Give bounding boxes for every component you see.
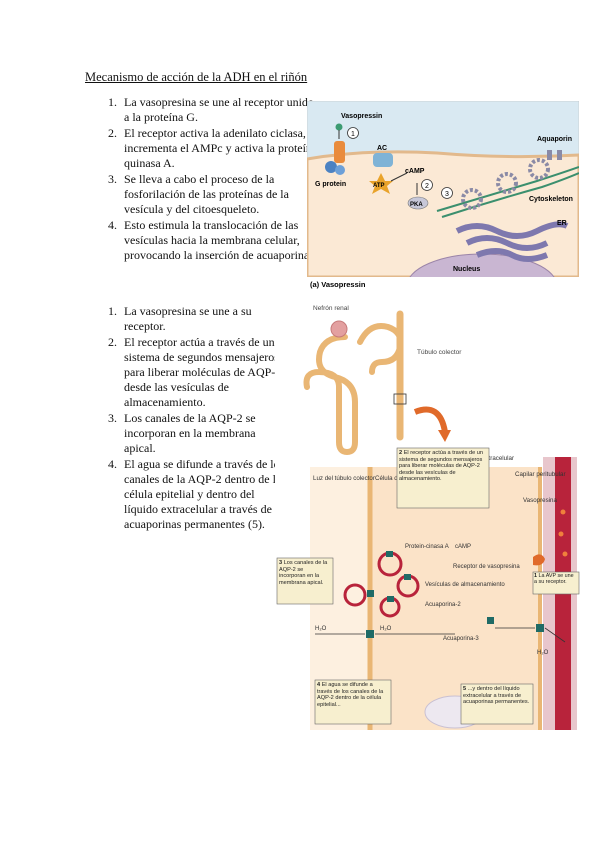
list-item: Se lleva a cabo el proceso de la fosfori…: [120, 172, 320, 217]
list-item: El agua se difunde a través de los canal…: [120, 457, 288, 532]
aquaporin-shape: [386, 551, 393, 557]
zoom-box: [393, 393, 407, 405]
glomerulus-shape: [330, 320, 348, 338]
vasopresina-label: Vasopresina: [523, 497, 557, 504]
aquaporin-shape: [404, 574, 411, 580]
callout-box-1: [532, 571, 580, 595]
callout-text: El receptor actúa a través de un sistema…: [399, 450, 483, 483]
step-label: 3: [445, 191, 449, 198]
vasopressin-molecule: [335, 123, 343, 131]
callout-box-5: [460, 683, 534, 725]
zoom-arrow-head: [438, 430, 451, 442]
step-number: 4: [317, 682, 321, 688]
callout-box-2: [396, 447, 490, 509]
acuaporina3-label: Acuaporina-3: [443, 636, 479, 642]
callout-text: Los canales de la AQP-2 se incorporan en…: [279, 560, 328, 586]
aquaporin-shape: [536, 624, 544, 632]
water-arrow: [544, 627, 566, 643]
nucleus-label: Nucleus: [453, 266, 480, 273]
camp-label: cAMP: [405, 168, 425, 175]
aquaporin-label: Aquaporin: [537, 136, 572, 143]
step-number: 1: [534, 573, 537, 579]
figure-caption: (a) Vasopressin: [310, 280, 366, 289]
step-label: 2: [425, 183, 429, 190]
aquaporin-shape: [487, 617, 494, 624]
avp-molecule: [558, 531, 564, 537]
proteincinasa-label: Protein-cinasa A: [405, 544, 449, 550]
nefron-label: Nefrón renal: [313, 305, 349, 312]
atp-label: ATP: [373, 183, 385, 189]
caption-background: [307, 277, 579, 290]
capilar-label: Capilar peritubular: [515, 471, 566, 478]
g-protein-shape: [335, 165, 345, 175]
step-number: 3: [279, 560, 283, 566]
cytoskeleton-label: Cytoskeleton: [529, 196, 573, 203]
aquaporin-shape: [387, 596, 394, 602]
aquaporin-shape: [547, 150, 552, 160]
avp-molecule: [562, 551, 568, 557]
vesiculas-label: Vesículas de almacenamiento: [425, 582, 505, 588]
pka-shape: [407, 196, 429, 210]
acuaporina2-label: Acuaporina-2: [425, 602, 461, 608]
callout-box-4: [314, 679, 392, 725]
page-title: Mecanismo de acción de la ADH en el riñó…: [85, 70, 308, 84]
h2o-label: H₂O: [380, 626, 392, 632]
receptor-shape: [334, 141, 345, 163]
step-number: 5: [463, 686, 467, 692]
vesicle-shape: [528, 158, 550, 180]
aquaporin-shape: [366, 630, 374, 638]
luz-tubulo-label: Luz del túbulo colector: [313, 475, 375, 482]
vesicle-shape: [496, 172, 518, 194]
mechanism-steps-list-2: La vasopresina se une a su receptor. El …: [102, 304, 288, 533]
mechanism-steps-list-1: La vasopresina se une al receptor unido …: [102, 95, 320, 264]
callout-text: La AVP se une a su receptor.: [534, 573, 574, 586]
list-item: La vasopresina se une a su receptor.: [120, 304, 288, 334]
callout-text: ...y dentro del líquido extracelular a t…: [463, 686, 530, 706]
h2o-label: H₂O: [537, 650, 549, 656]
pka-label: PKA: [410, 202, 423, 208]
nephron-shape: [303, 334, 358, 456]
step-label: 1: [351, 131, 355, 138]
list-item: El receptor activa la adenilato ciclasa,…: [120, 126, 320, 171]
vasopressin-cell-figure: 1 2 3 Vasopressin G protein AC ATP cAMP …: [307, 101, 579, 290]
h2o-label: H₂O: [315, 626, 327, 632]
callout-box-3: [276, 557, 334, 605]
atp-star: [369, 173, 393, 194]
list-item: El receptor actúa a través de un sistema…: [120, 335, 288, 410]
er-shape: [475, 248, 549, 262]
er-shape: [465, 235, 549, 251]
tubulo-label: Túbulo colector: [417, 349, 462, 356]
step-marker: [421, 179, 433, 191]
list-item: Esto estimula la translocación de las ve…: [120, 218, 320, 263]
er-label: ER: [557, 220, 567, 227]
avp-molecule: [560, 509, 566, 515]
g-protein-shape: [325, 161, 337, 173]
g-protein-label: G protein: [315, 181, 346, 188]
aquaporin-shape: [557, 150, 562, 160]
er-shape: [455, 221, 569, 239]
vasopressin-label: Vasopressin: [341, 113, 382, 120]
list-item: Los canales de la AQP-2 se incorporan en…: [120, 411, 288, 456]
vesicle-shape: [343, 583, 367, 607]
camp-label: cAMP: [455, 544, 471, 550]
vasopressin-receptor-shape: [533, 554, 545, 566]
list-item: La vasopresina se une al receptor unido …: [120, 95, 320, 125]
callout-text: El agua se difunde a través de los canal…: [317, 682, 384, 708]
cytoskeleton-shape: [436, 166, 579, 212]
zoom-arrow: [413, 406, 448, 433]
step-marker: [347, 127, 359, 139]
collecting-duct-figure: Nefrón renal Túbulo colector Líquido ext…: [275, 302, 580, 730]
step-marker: [441, 187, 453, 199]
step-number: 2: [399, 450, 403, 456]
ac-shape: [373, 153, 393, 167]
receptor-label: Receptor de vasopresina: [453, 564, 520, 570]
ac-label: AC: [377, 145, 387, 152]
vesicle-shape: [461, 188, 483, 210]
aquaporin-shape: [367, 590, 374, 597]
arrow: [390, 172, 408, 182]
